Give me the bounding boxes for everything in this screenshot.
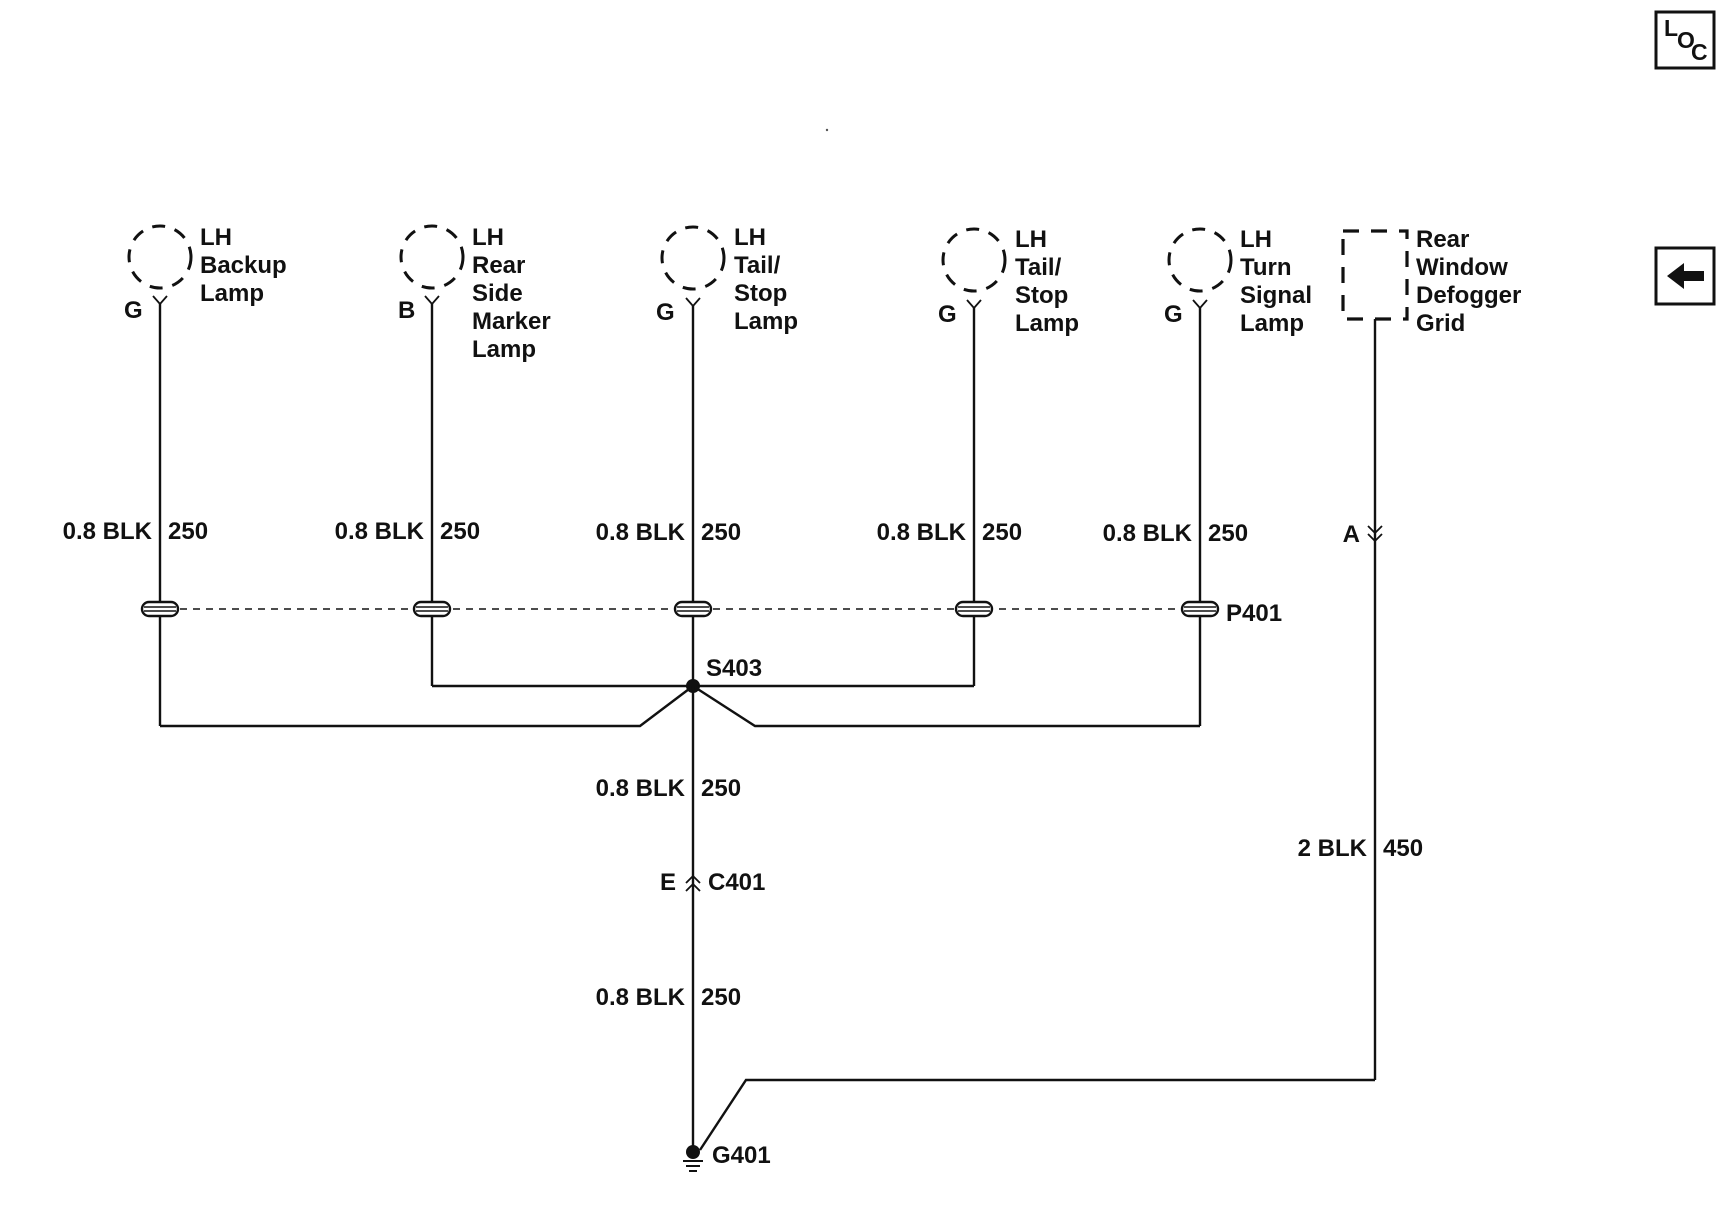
svg-text:2 BLK: 2 BLK <box>1298 835 1368 862</box>
svg-text:250: 250 <box>1208 520 1248 547</box>
defogger-grid-label: Rear Window Defogger Grid <box>1416 226 1521 337</box>
svg-text:250: 250 <box>440 518 480 545</box>
svg-text:Stop: Stop <box>1015 282 1068 309</box>
s403-label: S403 <box>706 655 762 682</box>
wire-labels-trunk: 0.8 BLK 250 0.8 BLK 250 <box>596 775 741 1011</box>
s403-harness <box>160 684 1200 728</box>
side-marker-lamp-bulb <box>399 224 465 290</box>
svg-text:Grid: Grid <box>1416 310 1465 337</box>
loc-button[interactable]: L O C <box>1654 10 1716 70</box>
svg-text:0.8 BLK: 0.8 BLK <box>596 519 686 546</box>
backup-lamp-bulb <box>127 224 193 290</box>
svg-text:G: G <box>938 301 957 328</box>
svg-text:Lamp: Lamp <box>200 280 264 307</box>
wire-labels-upper: 0.8 BLK 250 0.8 BLK 250 0.8 BLK 250 0.8 … <box>63 518 1248 547</box>
tail-stop-lamp-2-bulb <box>941 227 1007 293</box>
loc-letter-o: O <box>1677 27 1695 53</box>
svg-text:0.8 BLK: 0.8 BLK <box>877 519 967 546</box>
svg-text:Lamp: Lamp <box>1240 310 1304 337</box>
svg-text:LH: LH <box>1240 226 1272 253</box>
svg-text:Lamp: Lamp <box>734 308 798 335</box>
scan-speck <box>825 128 829 132</box>
backup-lamp-label: LH Backup Lamp <box>200 224 287 307</box>
svg-text:Stop: Stop <box>734 280 787 307</box>
svg-text:250: 250 <box>168 518 208 545</box>
svg-text:G: G <box>1164 301 1183 328</box>
tail-stop-lamp-1-label: LH Tail/ Stop Lamp <box>734 224 798 335</box>
defogger-grid-box <box>1341 229 1409 321</box>
svg-text:450: 450 <box>1383 835 1423 862</box>
c401-pin-label: E <box>660 869 676 896</box>
pin-labels: G B G G G <box>124 297 1183 328</box>
c401-label: C401 <box>708 869 765 896</box>
svg-text:250: 250 <box>701 519 741 546</box>
svg-text:Backup: Backup <box>200 252 287 279</box>
svg-text:Turn: Turn <box>1240 254 1292 281</box>
svg-text:G: G <box>656 299 675 326</box>
svg-text:0.8 BLK: 0.8 BLK <box>596 984 686 1011</box>
svg-text:LH: LH <box>734 224 766 251</box>
side-marker-lamp-label: LH Rear Side Marker Lamp <box>472 224 551 363</box>
svg-text:G: G <box>124 297 143 324</box>
g401-label: G401 <box>712 1142 771 1169</box>
ground-symbol-icon <box>683 1145 703 1172</box>
svg-text:Lamp: Lamp <box>1015 310 1079 337</box>
c401-connector-symbol <box>685 874 701 892</box>
svg-text:Side: Side <box>472 280 523 307</box>
turn-signal-lamp-bulb <box>1167 227 1233 293</box>
svg-text:Tail/: Tail/ <box>1015 254 1062 281</box>
left-arrow-icon <box>1667 263 1704 289</box>
tail-stop-lamp-1-bulb <box>660 225 726 291</box>
turn-signal-lamp-label: LH Turn Signal Lamp <box>1240 226 1312 337</box>
svg-text:0.8 BLK: 0.8 BLK <box>1103 520 1193 547</box>
svg-text:Rear: Rear <box>1416 226 1469 253</box>
p401-label: P401 <box>1226 600 1282 627</box>
defogger-connector-a-symbol <box>1367 525 1383 543</box>
svg-text:Marker: Marker <box>472 308 551 335</box>
defogger-ground-wire <box>698 1078 1375 1151</box>
svg-text:0.8 BLK: 0.8 BLK <box>596 775 686 802</box>
svg-text:Lamp: Lamp <box>472 336 536 363</box>
svg-text:LH: LH <box>1015 226 1047 253</box>
lamp-wires <box>158 304 1202 726</box>
tail-stop-lamp-2-label: LH Tail/ Stop Lamp <box>1015 226 1079 337</box>
svg-text:0.8 BLK: 0.8 BLK <box>335 518 425 545</box>
svg-text:Defogger: Defogger <box>1416 282 1521 309</box>
svg-text:Rear: Rear <box>472 252 525 279</box>
svg-text:LH: LH <box>472 224 504 251</box>
loc-letter-c: C <box>1691 39 1708 65</box>
svg-text:Signal: Signal <box>1240 282 1312 309</box>
svg-text:250: 250 <box>982 519 1022 546</box>
svg-text:250: 250 <box>701 984 741 1011</box>
svg-text:Tail/: Tail/ <box>734 252 781 279</box>
p401-connectors <box>140 600 1220 618</box>
defogger-pin-a-label: A <box>1343 521 1360 548</box>
svg-text:0.8 BLK: 0.8 BLK <box>63 518 153 545</box>
svg-text:250: 250 <box>701 775 741 802</box>
back-button[interactable] <box>1654 246 1716 306</box>
svg-text:LH: LH <box>200 224 232 251</box>
loc-letter-l: L <box>1664 15 1678 41</box>
svg-text:Window: Window <box>1416 254 1508 281</box>
svg-text:B: B <box>398 297 415 324</box>
wire-labels-defogger: 2 BLK 450 <box>1298 835 1423 862</box>
